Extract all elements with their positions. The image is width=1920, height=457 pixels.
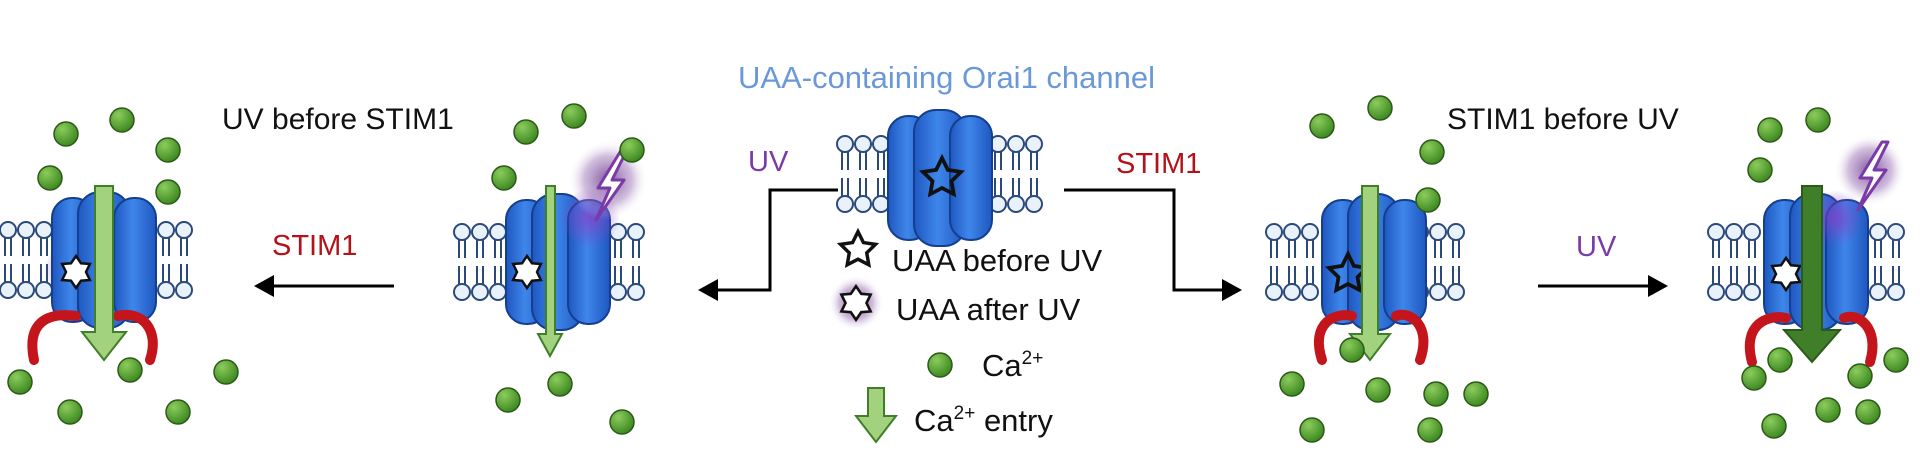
calcium-ion: [1761, 413, 1787, 439]
calcium-ion: [1279, 371, 1305, 397]
panel-right-title: STIM1 before UV: [1447, 103, 1679, 136]
legend-uaa-before: UAA before UV: [892, 243, 1103, 278]
diagram-title: UAA-containing Orai1 channel: [738, 60, 1156, 95]
legend-calcium-sup: 2+: [1021, 348, 1044, 369]
right-stim1-scene: [1266, 185, 1464, 365]
calcium-ion: [1423, 381, 1449, 407]
calcium-ion: [1339, 337, 1365, 363]
center-right-arrowhead: [1222, 279, 1242, 301]
right-final-scene: [1708, 134, 1906, 367]
calcium-ion: [1767, 347, 1793, 373]
calcium-ion: [1299, 417, 1325, 443]
right-step-arrow-label: UV: [1576, 231, 1617, 263]
calcium-ion: [109, 107, 135, 133]
calcium-ion: [1365, 377, 1391, 403]
right-step-arrow: [1538, 275, 1668, 297]
legend-calcium-base: Ca: [982, 348, 1022, 383]
calcium-ion: [1883, 347, 1909, 373]
center-left-arrow-label: UV: [748, 146, 789, 178]
center-channel: [837, 109, 1042, 247]
calcium-ion: [1309, 113, 1335, 139]
calcium-ion: [1419, 139, 1445, 165]
calcium-ion: [1747, 157, 1773, 183]
calcium-ion: [1855, 399, 1881, 425]
center-left-arrowhead: [698, 279, 718, 301]
calcium-ion: [1847, 363, 1873, 389]
calcium-ion: [117, 357, 143, 383]
calcium-ion-icon: [927, 352, 953, 378]
calcium-ion: [155, 179, 181, 205]
calcium-ion: [547, 371, 573, 397]
left-uv-scene: [454, 140, 648, 359]
calcium-ion: [513, 119, 539, 145]
panel-left-title: UV before STIM1: [222, 103, 454, 136]
left-step-arrow: [254, 275, 394, 297]
calcium-ion: [57, 399, 83, 425]
down-arrow-icon: [853, 387, 899, 444]
calcium-ion: [1805, 107, 1831, 133]
legend-calcium-entry: Ca2+ entry: [914, 404, 1053, 436]
calcium-ion: [213, 359, 239, 385]
calcium-ion: [1815, 397, 1841, 423]
legend-entry-base: Ca: [914, 403, 954, 438]
calcium-ion: [1417, 417, 1443, 443]
calcium-ion: [561, 103, 587, 129]
calcium-ion: [619, 137, 645, 163]
calcium-ion: [1367, 95, 1393, 121]
calcium-ion: [1741, 365, 1767, 391]
left-final-scene: [0, 185, 192, 365]
calcium-ion: [7, 369, 33, 395]
center-left-arrow: [712, 188, 838, 292]
legend-entry-sup: 2+: [953, 403, 976, 424]
legend-entry-word: entry: [983, 403, 1053, 438]
calcium-ion: [37, 165, 63, 191]
calcium-ion: [491, 165, 517, 191]
calcium-ion: [1463, 381, 1489, 407]
legend-uaa-after: UAA after UV: [896, 292, 1081, 327]
calcium-ions: [7, 95, 1909, 443]
calcium-ion: [1415, 187, 1441, 213]
calcium-ion: [495, 387, 521, 413]
calcium-ion: [165, 399, 191, 425]
legend-calcium: Ca2+: [982, 349, 1043, 381]
calcium-ion: [53, 121, 79, 147]
calcium-ion: [155, 137, 181, 163]
left-step-arrow-label: STIM1: [272, 230, 358, 262]
star-outline-icon: [838, 229, 878, 267]
calcium-ion: [609, 409, 635, 435]
center-right-arrow-label: STIM1: [1116, 148, 1202, 180]
center-right-arrow: [1064, 188, 1228, 292]
calcium-ion: [1757, 117, 1783, 143]
